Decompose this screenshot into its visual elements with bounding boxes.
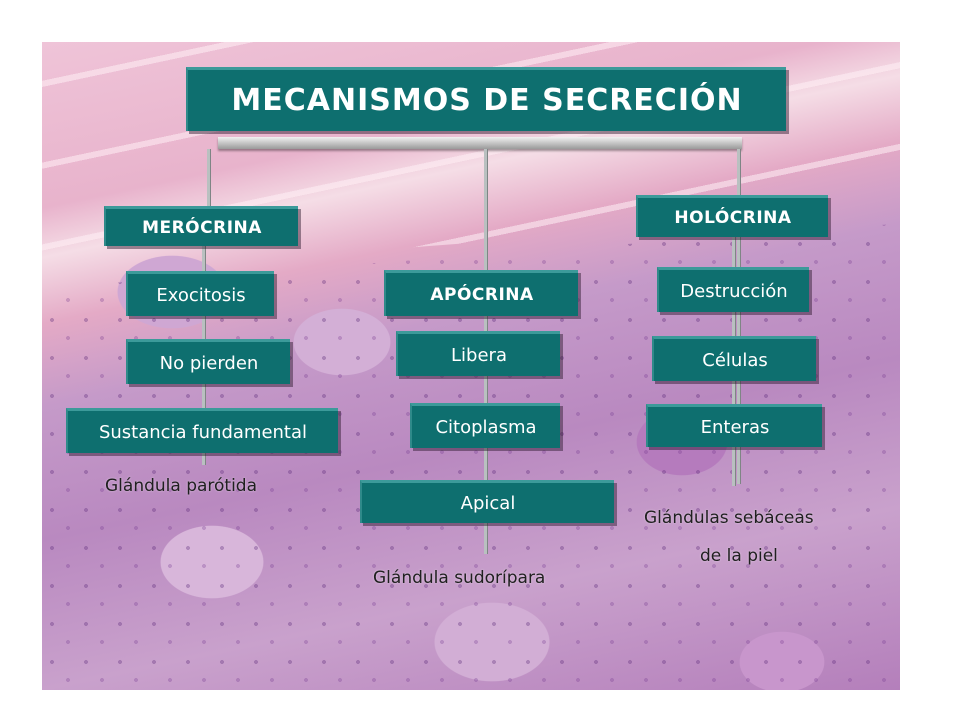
merocrina-step-exocitosis: Exocitosis — [126, 271, 274, 316]
apocrina-step-citoplasma: Citoplasma — [410, 403, 560, 448]
apocrina-heading: APÓCRINA — [384, 270, 578, 316]
holocrina-step-enteras: Enteras — [646, 404, 822, 447]
branch-bar — [218, 137, 742, 149]
apocrina-step-apical: Apical — [360, 480, 614, 523]
holocrina-step-destruccion: Destrucción — [657, 267, 809, 312]
connector-holocrina — [737, 149, 740, 484]
merocrina-step-sustancia: Sustancia fundamental — [66, 408, 338, 453]
holocrina-example-line1: Glándulas sebáceas — [644, 508, 814, 528]
diagram-title: MECANISMOS DE SECRECIÓN — [186, 67, 786, 131]
holocrina-example-line2: de la piel — [700, 546, 778, 566]
merocrina-heading: MERÓCRINA — [104, 206, 298, 246]
apocrina-step-libera: Libera — [396, 331, 560, 376]
connector-merocrina — [207, 149, 210, 209]
holocrina-heading: HOLÓCRINA — [636, 195, 828, 237]
holocrina-step-celulas: Células — [652, 336, 816, 381]
apocrina-example: Glándula sudorípara — [373, 568, 546, 588]
merocrina-step-no-pierden: No pierden — [126, 339, 290, 384]
merocrina-example: Glándula parótida — [105, 476, 258, 496]
